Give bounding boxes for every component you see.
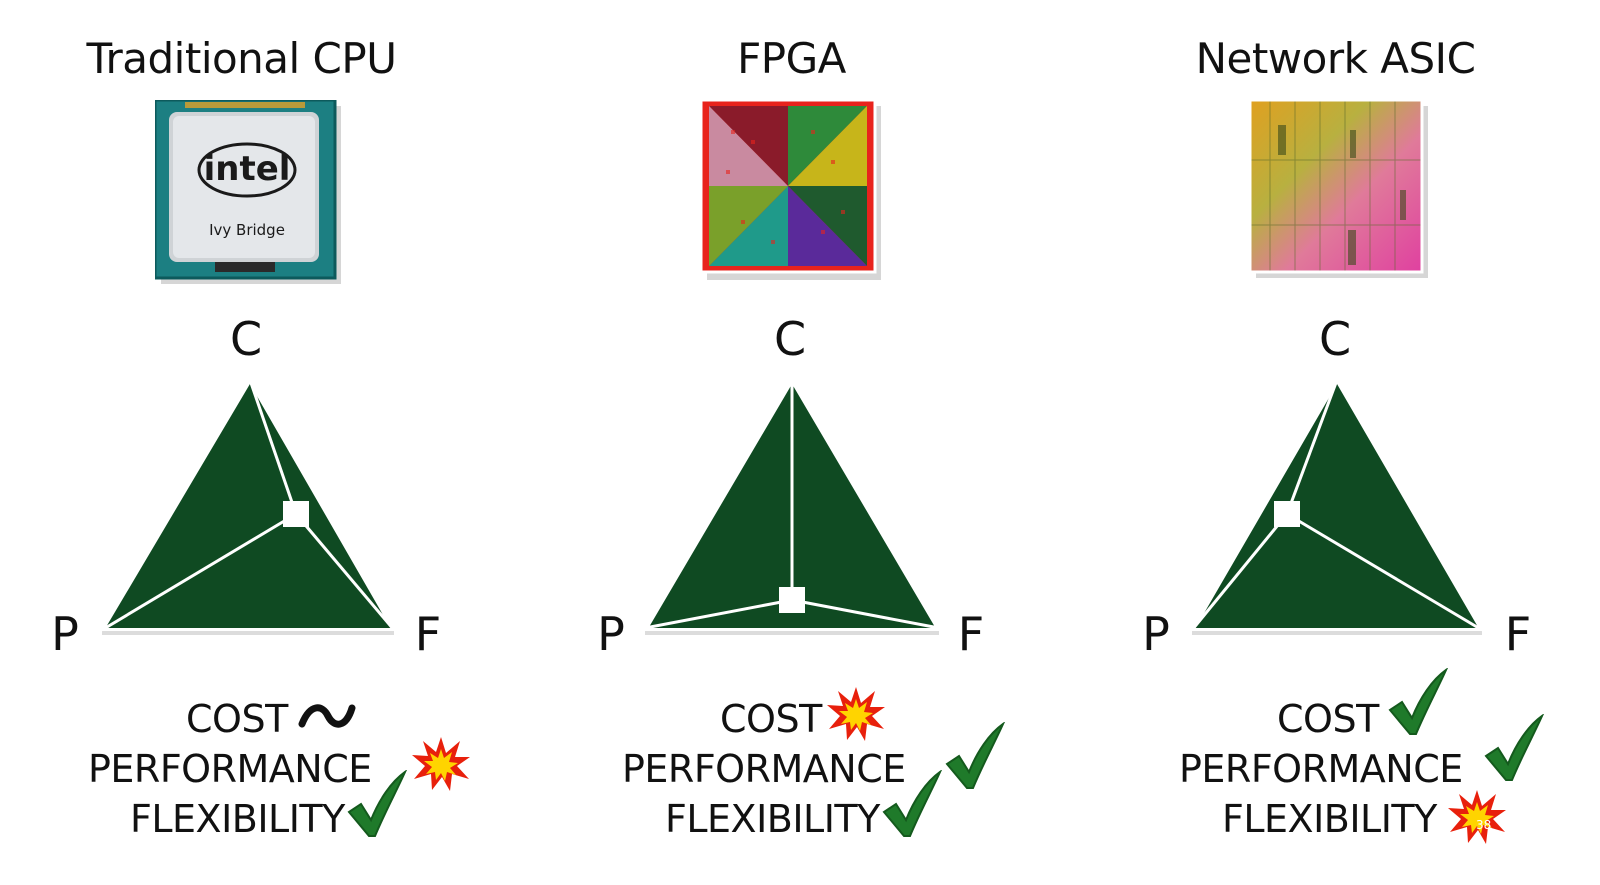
vertex-label-performance: P [597, 607, 625, 661]
vertex-label-cost: C [1319, 312, 1351, 366]
check-icon [945, 722, 1005, 789]
rating-cost-label: COST [1277, 697, 1379, 741]
intel-cpu-chip-image: intel Ivy Bridge [155, 100, 341, 284]
check-icon [882, 770, 942, 837]
vertex-label-flexibility: F [958, 607, 984, 661]
chip-model-text: Ivy Bridge [209, 221, 285, 239]
column-traditional-cpu: Traditional CPU intel Ivy Bridge C P F C… [0, 0, 533, 885]
check-icon [1484, 714, 1544, 781]
check-icon [347, 770, 407, 837]
vertex-label-performance: P [1142, 607, 1170, 661]
vertex-label-cost: C [774, 312, 806, 366]
column-title: FPGA [737, 34, 846, 83]
vertex-label-flexibility: F [1505, 607, 1531, 661]
explosion-icon [1448, 790, 1506, 844]
vertex-label-performance: P [51, 607, 79, 661]
column-title: Traditional CPU [86, 34, 397, 83]
rating-performance-label: PERFORMANCE [622, 747, 906, 791]
cpf-triangle: C P F [51, 312, 441, 661]
tradeoff-point-marker [779, 587, 805, 613]
rating-flexibility-label: FLEXIBILITY [1222, 797, 1437, 841]
rating-performance-label: PERFORMANCE [88, 747, 372, 791]
triangle-shape [98, 376, 398, 632]
tilde-icon [298, 704, 356, 728]
explosion-icon [827, 687, 885, 741]
tradeoff-point-marker [283, 501, 309, 527]
rating-cost-label: COST [720, 697, 822, 741]
rating-flexibility-label: FLEXIBILITY [130, 797, 345, 841]
slide-number: 38 [1476, 818, 1492, 832]
check-icon [1388, 668, 1448, 735]
asic-chip-image [1250, 100, 1428, 278]
explosion-icon [412, 737, 470, 791]
column-fpga: FPGA C P F COST PERFORMANCE FLEXIBILITY [533, 0, 1066, 885]
fpga-chip-image [701, 100, 881, 280]
rating-performance-label: PERFORMANCE [1179, 747, 1463, 791]
rating-flexibility-label: FLEXIBILITY [665, 797, 880, 841]
tradeoff-point-marker [1274, 501, 1300, 527]
cpf-triangle: C P F [1142, 312, 1531, 661]
triangle-shape [1188, 376, 1486, 632]
vertex-label-flexibility: F [415, 607, 441, 661]
rating-cost-label: COST [186, 697, 288, 741]
vertex-label-cost: C [230, 312, 262, 366]
column-network-asic: Network ASIC C [1066, 0, 1599, 885]
cpf-triangle: C P F [597, 312, 984, 661]
column-title: Network ASIC [1195, 34, 1476, 83]
chip-brand-text: intel [204, 149, 291, 189]
